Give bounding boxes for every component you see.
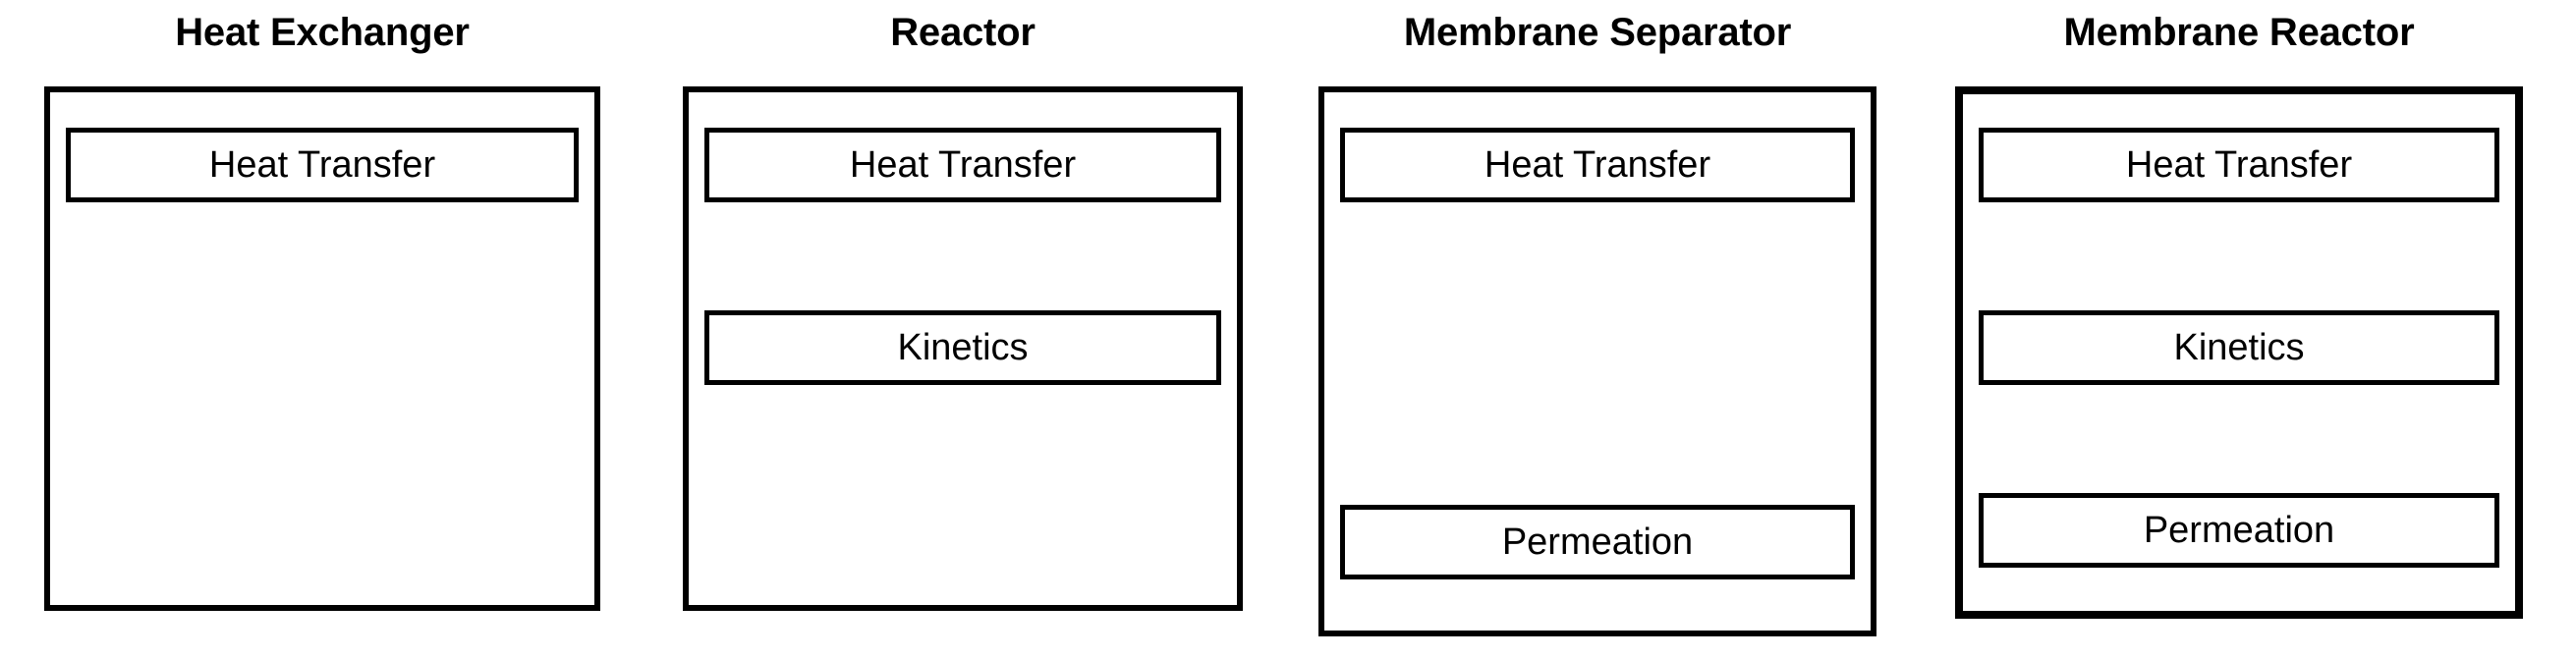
- model-block-label: Kinetics: [2173, 327, 2305, 368]
- unit-box-heat-exchanger: Heat Transfer: [44, 86, 600, 611]
- model-block-label: Heat Transfer: [849, 144, 1077, 186]
- unit-box-reactor: Heat Transfer Kinetics: [683, 86, 1243, 611]
- model-block-label: Permeation: [2143, 510, 2335, 551]
- unit-box-membrane-reactor: Heat Transfer Kinetics Permeation: [1955, 86, 2523, 619]
- panel-membrane-separator: Membrane Separator Heat Transfer Permeat…: [1318, 0, 1876, 659]
- panel-title-membrane-separator: Membrane Separator: [1403, 11, 1792, 54]
- panel-title-membrane-reactor: Membrane Reactor: [2063, 11, 2415, 54]
- model-block-permeation[interactable]: Permeation: [1979, 493, 2499, 568]
- model-block-label: Heat Transfer: [2125, 144, 2353, 186]
- panel-membrane-reactor: Membrane Reactor Heat Transfer Kinetics …: [1955, 0, 2523, 659]
- model-block-label: Kinetics: [897, 327, 1029, 368]
- model-block-label: Permeation: [1501, 522, 1694, 563]
- model-block-heat-transfer[interactable]: Heat Transfer: [1979, 128, 2499, 202]
- panel-title-reactor: Reactor: [890, 11, 1036, 54]
- panel-reactor: Reactor Heat Transfer Kinetics: [683, 0, 1243, 659]
- model-block-label: Heat Transfer: [208, 144, 436, 186]
- model-block-heat-transfer[interactable]: Heat Transfer: [66, 128, 579, 202]
- model-block-kinetics[interactable]: Kinetics: [1979, 310, 2499, 385]
- panel-heat-exchanger: Heat Exchanger Heat Transfer: [44, 0, 600, 659]
- unit-box-membrane-separator: Heat Transfer Permeation: [1318, 86, 1876, 636]
- model-block-heat-transfer[interactable]: Heat Transfer: [704, 128, 1221, 202]
- model-block-permeation[interactable]: Permeation: [1340, 505, 1855, 579]
- model-block-label: Heat Transfer: [1484, 144, 1711, 186]
- panel-title-heat-exchanger: Heat Exchanger: [175, 11, 470, 54]
- model-block-kinetics[interactable]: Kinetics: [704, 310, 1221, 385]
- model-block-heat-transfer[interactable]: Heat Transfer: [1340, 128, 1855, 202]
